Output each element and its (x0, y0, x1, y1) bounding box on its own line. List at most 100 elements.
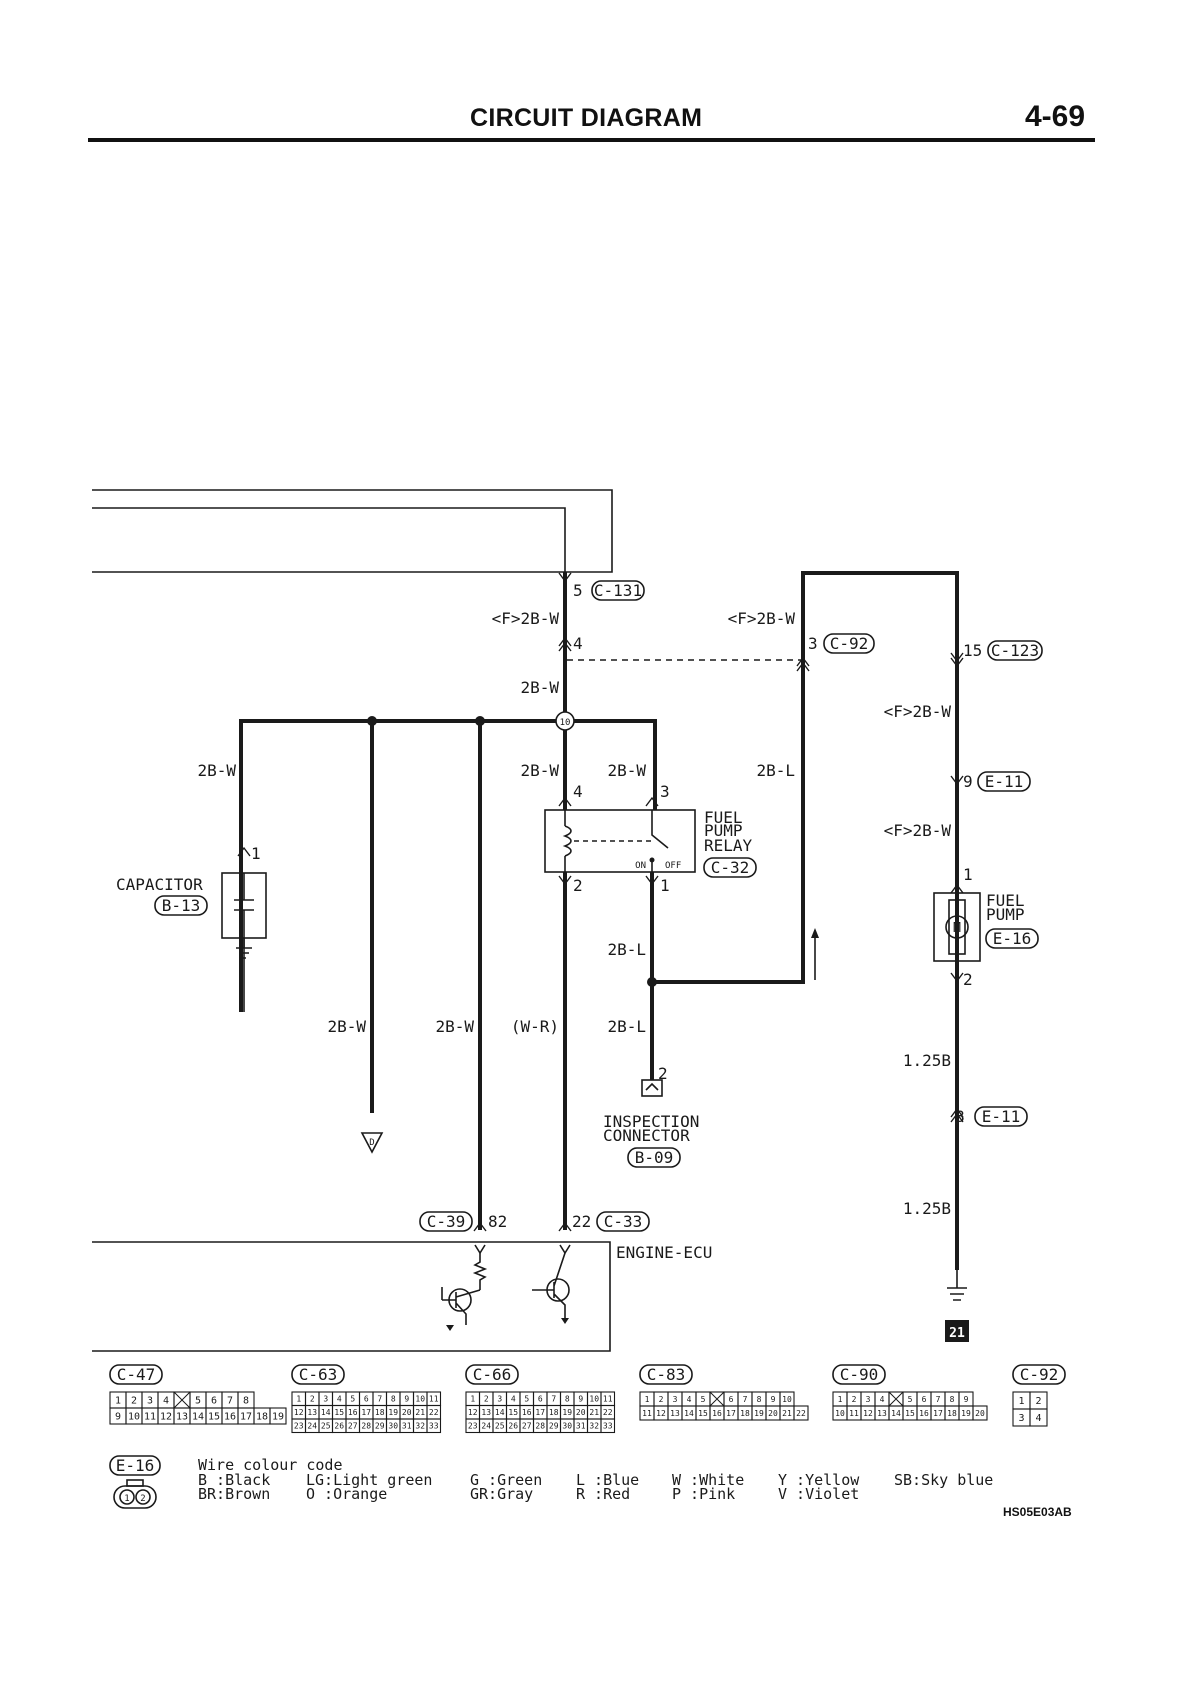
connector-view-id-box (465, 1364, 519, 1385)
connector-c33: C-33 (596, 1211, 650, 1232)
capacitor-label: CAPACITOR (116, 875, 203, 894)
pin-arrow (796, 656, 810, 672)
pin-number: 4 (573, 782, 583, 801)
connector-pin-number: 24 (307, 1422, 317, 1431)
connector-pin-number: 3 (1018, 1413, 1024, 1424)
connector-pin-number: 2 (659, 1395, 664, 1404)
legend-code: W :White (672, 1471, 744, 1489)
connector-pin-number: 10 (415, 1395, 425, 1404)
svg-text:E-16: E-16 (993, 929, 1032, 948)
legend-code: O :Orange (306, 1485, 387, 1503)
connector-pin-number: 1 (1018, 1396, 1024, 1407)
svg-text:E-11: E-11 (985, 772, 1024, 791)
connector-pin-number: 28 (361, 1422, 371, 1431)
connector-pin-number: 11 (429, 1395, 439, 1404)
wire-label: 1.25B (903, 1051, 951, 1070)
connector-c131: C-131 (591, 580, 645, 601)
connector-pin-number: 26 (508, 1422, 518, 1431)
connector-pin-number: 1 (115, 1396, 121, 1407)
connector-pin-number: 6 (211, 1396, 217, 1407)
legend-code: B :Black (198, 1471, 270, 1489)
connector-pin-number: 4 (337, 1395, 342, 1404)
connector-pin-number: 14 (891, 1409, 901, 1418)
pin-number: 3 (660, 782, 670, 801)
svg-text:1: 1 (124, 1494, 129, 1504)
legend-code: LG:Light green (306, 1471, 432, 1489)
connector-pin-number: 20 (768, 1409, 778, 1418)
pin-arrow (473, 1221, 487, 1232)
connector-key-mark (709, 1391, 725, 1407)
legend-title: Wire colour code (198, 1456, 343, 1474)
connector-pin-number: 6 (538, 1395, 543, 1404)
connector-c123: C-123 (987, 640, 1043, 661)
connector-pin-number: 29 (375, 1422, 385, 1431)
connector-pin-number: 3 (147, 1396, 153, 1407)
connector-pin-number: 8 (565, 1395, 570, 1404)
connector-pin-number: 16 (224, 1412, 236, 1423)
motor-letter: M (953, 921, 961, 936)
connector-pin-number: 2 (1035, 1396, 1041, 1407)
connector-pin-number: 18 (375, 1408, 385, 1417)
connector-pin-number: 29 (549, 1422, 559, 1431)
connector-pin-number: 18 (947, 1409, 957, 1418)
connector-view-id: C-47 (117, 1365, 156, 1384)
connector-pin-number: 6 (364, 1395, 369, 1404)
connector-pin-number: 1 (296, 1395, 301, 1404)
connector-pin-number: 16 (919, 1409, 929, 1418)
connector-pin-number: 3 (323, 1395, 328, 1404)
connector-pin-number: 2 (852, 1395, 857, 1404)
ground-ref-number: 21 (949, 1326, 965, 1341)
connector-pin-number: 31 (576, 1422, 586, 1431)
junction-dot (475, 716, 485, 726)
connector-pin-number: 5 (908, 1395, 913, 1404)
svg-text:2: 2 (140, 1494, 145, 1504)
connector-e16: E-16 (985, 928, 1039, 949)
e16-view: E-16 1 2 (109, 1455, 161, 1509)
wire-label: 2B-L (756, 761, 795, 780)
pin-arrow (645, 875, 659, 886)
wire-label: <F>2B-W (728, 609, 796, 628)
connector-pin-number: 20 (576, 1408, 586, 1417)
connector-pin-number: 15 (698, 1409, 708, 1418)
relay-label-line3: RELAY (704, 836, 753, 855)
connector-pin-number: 5 (350, 1395, 355, 1404)
legend-code: SB:Sky blue (894, 1471, 993, 1489)
connector-pin-number: 12 (656, 1409, 666, 1418)
pin-arrow (645, 796, 659, 807)
connector-pin-number: 22 (603, 1408, 613, 1417)
connector-view-id-box (1012, 1364, 1066, 1385)
connector-pin-number: 11 (603, 1395, 613, 1404)
connector-view-id-box (109, 1364, 163, 1385)
pin-arrow (558, 572, 572, 583)
pin-arrow (558, 1221, 572, 1232)
pin-number: 2 (658, 1064, 668, 1083)
connector-c39: C-39 (419, 1211, 473, 1232)
ground-symbol (236, 938, 252, 959)
pin-number: 4 (573, 634, 583, 653)
connector-pin-number: 7 (936, 1395, 941, 1404)
connector-pin-number: 23 (468, 1422, 478, 1431)
svg-text:C-32: C-32 (711, 858, 750, 877)
connector-pin-number: 14 (321, 1408, 331, 1417)
connector-pin-number: 3 (497, 1395, 502, 1404)
relay-coil (562, 825, 572, 857)
wire-top-outer (92, 489, 613, 573)
connector-pin-number: 20 (402, 1408, 412, 1417)
connector-pin-number: 13 (877, 1409, 887, 1418)
inspection-label-line2: CONNECTOR (603, 1126, 690, 1145)
svg-text:D: D (369, 1138, 374, 1148)
page-number: 4-69 (1025, 100, 1086, 133)
connector-pin-cell (269, 1407, 287, 1425)
svg-text:B-13: B-13 (162, 896, 201, 915)
connector-pin-number: 25 (321, 1422, 331, 1431)
wire-label: <F>2B-W (884, 821, 952, 840)
wire-label: 2B-W (327, 1017, 366, 1036)
svg-text:E-16: E-16 (116, 1456, 155, 1475)
pin-number: 1 (251, 844, 261, 863)
connector-pin-number: 13 (307, 1408, 317, 1417)
connector-pin-number: 21 (589, 1408, 599, 1417)
connector-pin-number: 23 (294, 1422, 304, 1431)
